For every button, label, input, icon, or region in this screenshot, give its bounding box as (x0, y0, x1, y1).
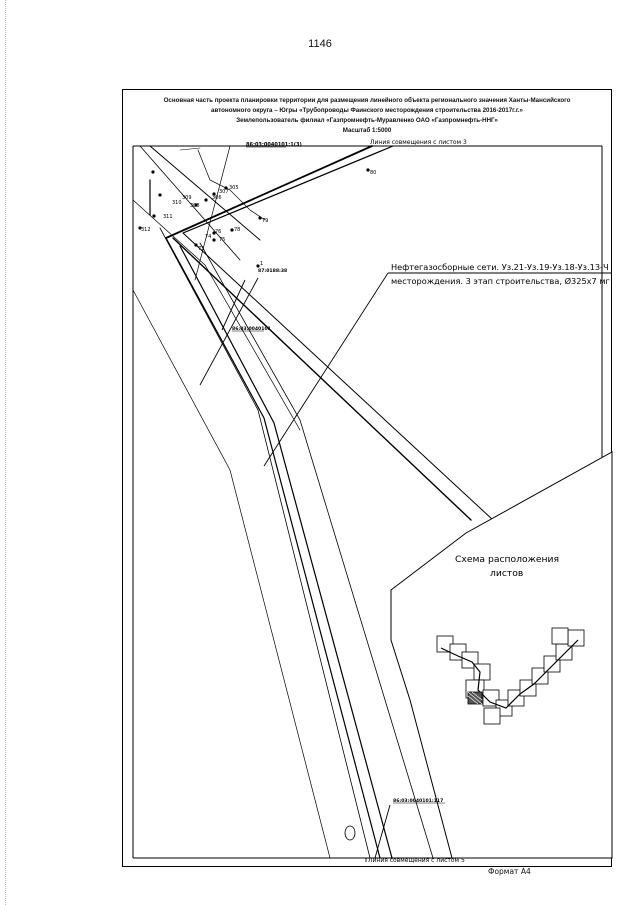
point-label-307: 307 (219, 189, 229, 195)
point-label-75: 75 (219, 237, 225, 243)
inset-title-line1: Схема расположения (455, 554, 559, 565)
point-label-73: 73 (198, 246, 204, 252)
point-label-312: 312 (141, 227, 151, 233)
top-parcel-label: 86:03:0040101:1(3) (246, 142, 302, 148)
point-label-308: 308 (190, 203, 200, 209)
sheet-layout-highlight (467, 691, 483, 705)
sheet-layout-route (440, 639, 579, 709)
header-title-line1: Основная часть проекта планировки террит… (163, 97, 571, 104)
point-label-310: 310 (172, 200, 182, 206)
header-title-line2: автономного округа – Югры «Трубопроводы … (211, 107, 523, 114)
sheet-format: Формат А4 (488, 867, 531, 876)
drawing-header: Основная часть проекта планировки террит… (122, 96, 612, 136)
point-label-74: 74 (205, 234, 211, 240)
point-label-311: 311 (163, 214, 173, 220)
map-labels: 86:03:0040101:1(3) Линия совмещения с ли… (141, 139, 610, 864)
leader-lines (199, 272, 612, 862)
point-label-80: 80 (370, 170, 376, 176)
point-label-306: 306 (212, 195, 222, 201)
inset-title-line2: листов (490, 568, 523, 579)
point-label-305: 305 (229, 185, 239, 191)
scan-edge-marks (5, 0, 6, 905)
inset-panel (390, 451, 613, 859)
parcel-label-mid: 86:03:0040101 (232, 326, 271, 332)
point-label-309: 309 (182, 195, 192, 201)
corridor-lines (132, 145, 494, 859)
parcel-label-upper: 87:0188:38 (258, 268, 287, 274)
pipeline-label-line1: Нефтегазосборные сети. Уз.21-Уз.19-Уз.18… (391, 262, 609, 272)
top-match-line-label: Линия совмещения с листом 3 (370, 139, 467, 146)
header-land-user: Землепользователь филиал «Газпромнефть-М… (236, 117, 498, 124)
point-label-1: 1 (260, 261, 263, 267)
point-label-78: 78 (234, 227, 240, 233)
point-label-76: 76 (215, 229, 221, 235)
page-number: 1146 (308, 38, 332, 50)
pipeline-label-line2: месторождения. 3 этап строительства, Ø32… (391, 276, 610, 286)
survey-points (138, 168, 370, 268)
point-label-79: 79 (262, 218, 268, 224)
header-scale: Масштаб 1:5000 (342, 127, 392, 134)
road-marker (344, 825, 356, 841)
bottom-match-line-label: Линия совмещения с листом 5 (368, 857, 465, 864)
parcel-label-bottom: 86:03:0040101:117 (393, 798, 443, 804)
